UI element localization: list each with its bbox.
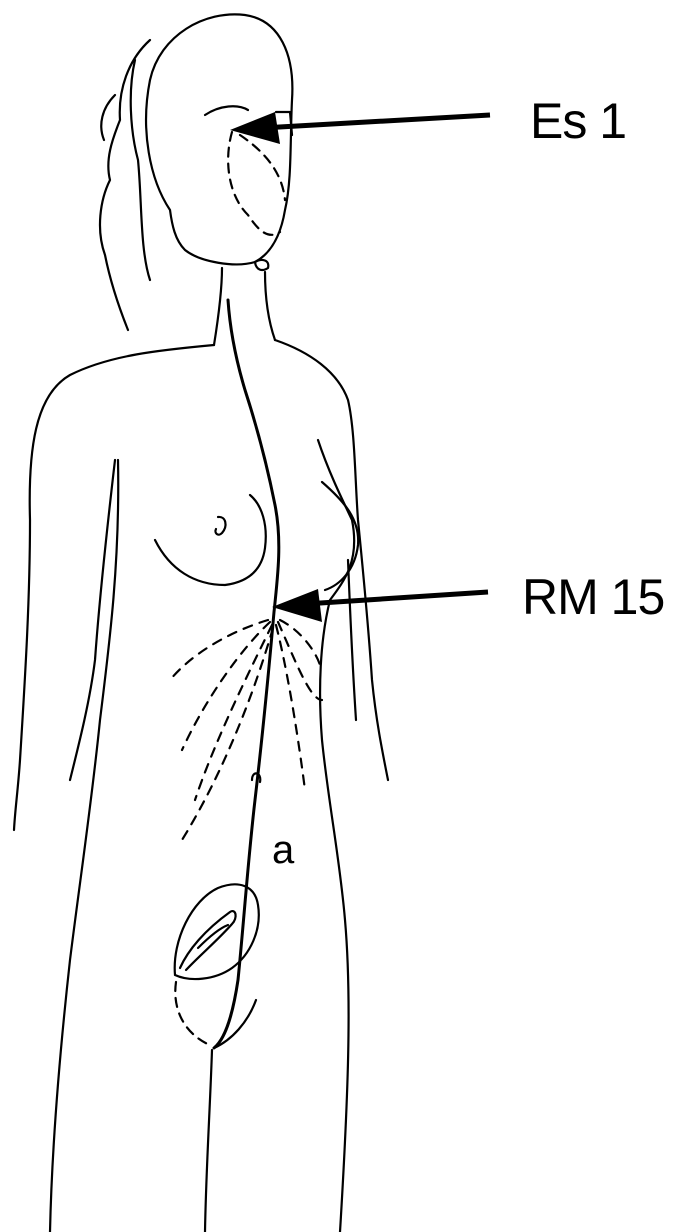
meridian-line (214, 300, 279, 1048)
dashed-channels (170, 620, 322, 840)
chin (255, 260, 268, 270)
torso-right (318, 440, 354, 1232)
hair-outline (100, 40, 150, 330)
eyebrow (205, 106, 248, 115)
hair-strand (101, 95, 115, 140)
channel-dashed (276, 625, 305, 790)
leg-inner (205, 1050, 212, 1232)
eye-mark (276, 112, 292, 135)
face-meridian-dashed (228, 132, 280, 235)
channel-dashed (170, 620, 268, 680)
face-meridian-dashed (240, 135, 285, 200)
nipple (215, 517, 225, 535)
channel-dashed (195, 625, 272, 800)
channel-dashed (182, 622, 270, 750)
neck-right (265, 272, 275, 340)
arrow-es1 (230, 112, 490, 144)
arrowhead-rm15 (272, 589, 322, 622)
point-label-rm15: RM 15 (522, 568, 664, 626)
breast-outline (155, 495, 266, 585)
neck-left (214, 268, 222, 345)
right-arm-inner (348, 560, 356, 720)
channel-dashed (182, 628, 273, 840)
right-shoulder-arm (275, 340, 388, 780)
point-label-es1: Es 1 (530, 92, 626, 150)
arrowhead-es1 (230, 112, 280, 144)
right-breast-edge (322, 482, 358, 590)
arrow-rm15 (272, 589, 488, 622)
pelvic-dashed (175, 982, 212, 1046)
torso-left (50, 460, 118, 1232)
meridian-label-a: a (272, 828, 293, 873)
left-arm-inner (70, 460, 115, 780)
